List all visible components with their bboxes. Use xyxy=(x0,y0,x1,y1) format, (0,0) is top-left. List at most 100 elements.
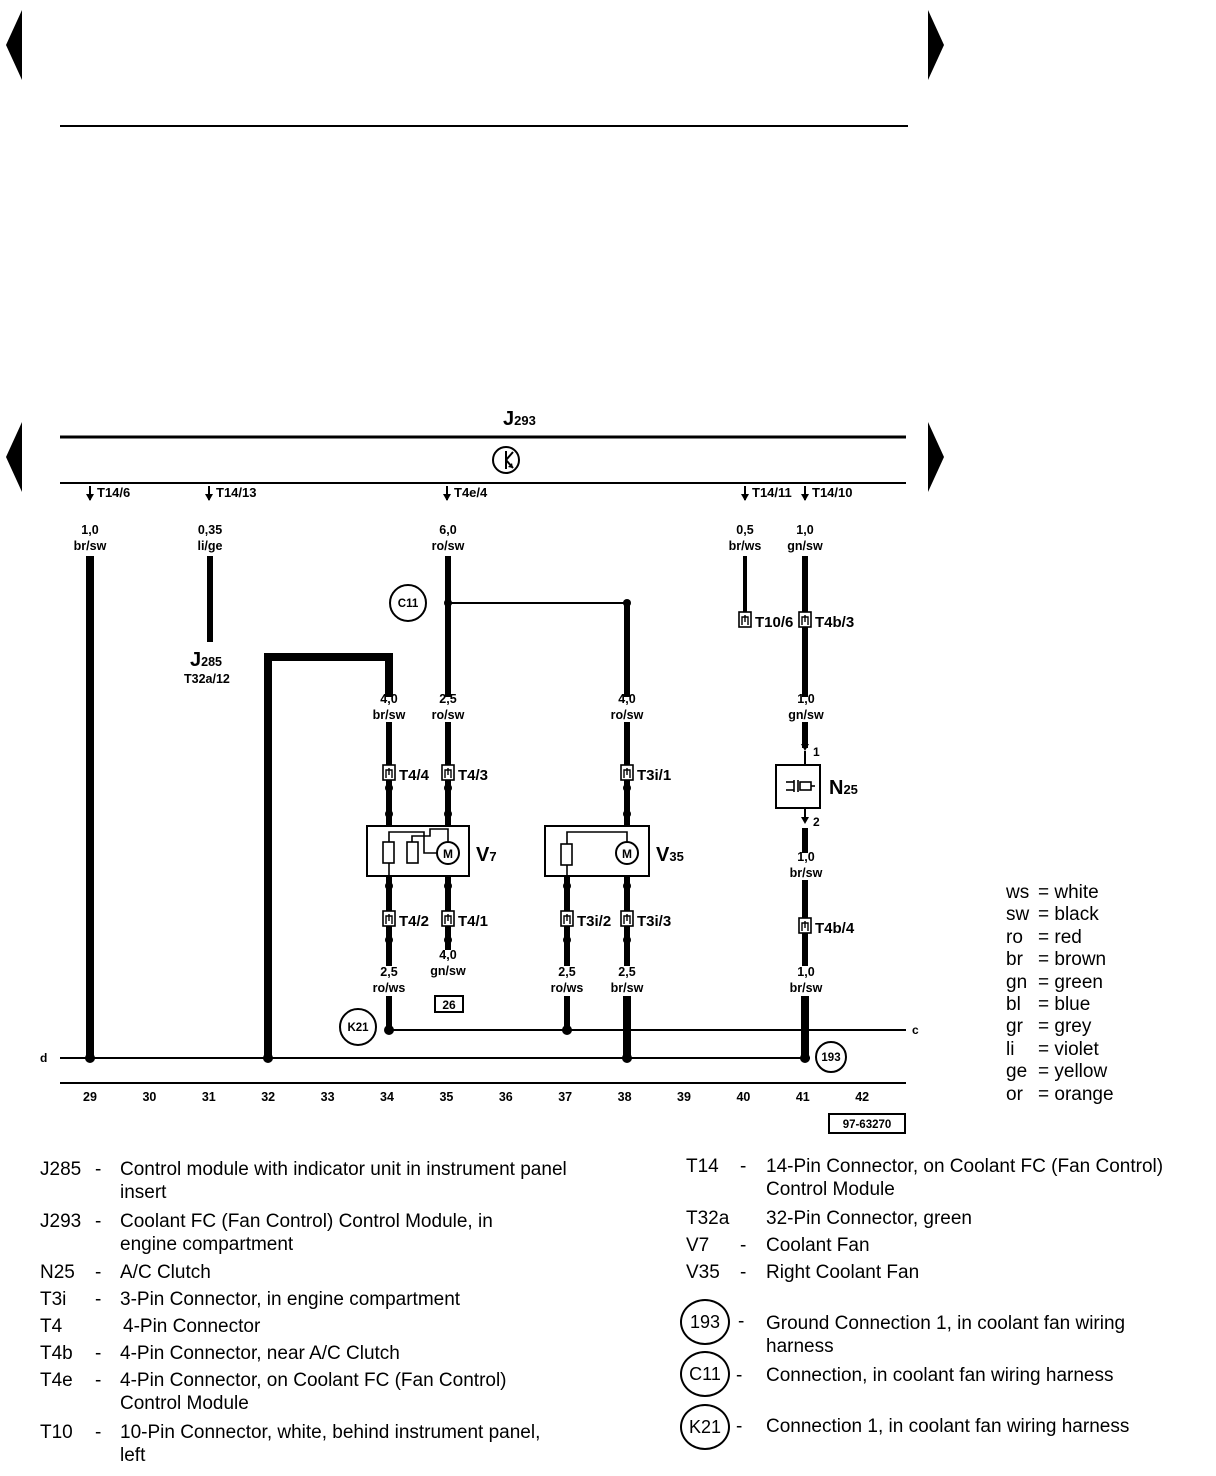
wire-color: br/ws xyxy=(729,539,762,553)
track-number: 34 xyxy=(380,1090,394,1104)
next-page-arrow-top[interactable] xyxy=(928,10,944,80)
legend-node-193-desc: Ground Connection 1, in coolant fan wiri… xyxy=(766,1313,1126,1357)
prev-page-arrow-bottom[interactable] xyxy=(6,422,22,492)
connector-t3i-2: T3i/2 xyxy=(577,913,611,930)
color-code: ge xyxy=(1006,1061,1028,1083)
connector-t4-4: T4/4 xyxy=(399,767,430,784)
color-key-row: bl= blue xyxy=(1006,994,1114,1016)
wire-gauge: 1,0 xyxy=(81,523,98,537)
node-c11: C11 xyxy=(389,584,427,622)
legend-node-c11-dash: - xyxy=(736,1365,743,1386)
track-number: 33 xyxy=(321,1090,335,1104)
wire-gauge: 4,0 xyxy=(439,948,456,962)
j285-label: J285 xyxy=(190,649,222,671)
bus-label-c: c xyxy=(912,1023,919,1037)
component-label-v7: V7 xyxy=(476,844,497,866)
wire-color: gn/sw xyxy=(430,964,466,978)
node-193-label: 193 xyxy=(821,1052,840,1064)
wire-color: ro/ws xyxy=(551,981,584,995)
wire-color: br/sw xyxy=(790,866,823,880)
color-name: white xyxy=(1054,882,1099,903)
color-key-row: ws= white xyxy=(1006,882,1114,904)
reference-box-label: 26 xyxy=(442,998,456,1012)
wire-gauge: 4,0 xyxy=(380,692,397,706)
wire-gauge: 1,0 xyxy=(797,850,814,864)
wire-color: br/sw xyxy=(373,708,406,722)
legend-node-c11: C11 xyxy=(680,1351,730,1397)
connector-t4b-4: T4b/4 xyxy=(815,920,855,937)
color-name: violet xyxy=(1054,1038,1099,1060)
color-key-row: or= orange xyxy=(1006,1084,1114,1106)
j285-pin-label: T32a/12 xyxy=(184,672,230,686)
color-equals: = xyxy=(1038,926,1055,948)
wire-color: br/sw xyxy=(611,981,644,995)
wire-gauge: 1,0 xyxy=(797,692,814,706)
track-number: 36 xyxy=(499,1090,513,1104)
wire-color: ro/sw xyxy=(432,539,465,553)
color-key-row: br= brown xyxy=(1006,949,1114,971)
figure-id-box xyxy=(828,1113,906,1134)
color-code: gn xyxy=(1006,971,1028,993)
component-label-v35: V35 xyxy=(656,844,684,866)
node-c11-label: C11 xyxy=(398,598,419,610)
color-name: yellow xyxy=(1054,1061,1108,1083)
color-equals: = xyxy=(1038,1061,1055,1083)
color-key-row: ro= red xyxy=(1006,927,1114,949)
legend-node-k21: K21 xyxy=(680,1404,730,1450)
connector-t10-6: T10/6 xyxy=(755,614,793,631)
legend-node-k21-dash: - xyxy=(736,1416,743,1437)
wire-color: li/ge xyxy=(197,539,222,553)
wire-gauge: 2,5 xyxy=(380,965,397,979)
color-equals: = xyxy=(1038,904,1055,926)
connector-t4-3: T4/3 xyxy=(458,767,488,784)
pin-label-t4e-4: T4e/4 xyxy=(454,485,488,500)
figure-id: 97-63270 xyxy=(843,1119,892,1131)
track-number: 32 xyxy=(261,1090,275,1104)
track-number: 41 xyxy=(796,1090,810,1104)
color-name: black xyxy=(1054,904,1099,926)
legend-nodes: 193 - Ground Connection 1, in coolant fa… xyxy=(680,1298,1210,1458)
junction-dots xyxy=(85,599,810,1063)
next-page-arrow-bottom[interactable] xyxy=(928,422,944,492)
legend-node-193: 193 xyxy=(680,1299,730,1345)
track-number: 42 xyxy=(855,1090,869,1104)
color-equals: = xyxy=(1038,971,1055,993)
wire-gauge: 6,0 xyxy=(439,523,456,537)
track-number: 29 xyxy=(83,1090,97,1104)
legend-node-c11-desc: Connection, in coolant fan wiring harnes… xyxy=(766,1365,1114,1386)
connector-t4-1: T4/1 xyxy=(458,913,488,930)
motor-symbol: M xyxy=(622,847,632,861)
track-number: 35 xyxy=(439,1090,453,1104)
track-number: 30 xyxy=(142,1090,156,1104)
color-key-row: sw= black xyxy=(1006,904,1114,926)
track-number: 31 xyxy=(202,1090,216,1104)
wire-gauge: 2,5 xyxy=(439,692,456,706)
legend-node-k21-desc: Connection 1, in coolant fan wiring harn… xyxy=(766,1416,1130,1437)
color-key-row: gn= green xyxy=(1006,972,1114,994)
wire-color: ro/sw xyxy=(432,708,465,722)
color-code: li xyxy=(1006,1038,1015,1060)
motor-icon xyxy=(615,841,639,865)
pin-arrowheads xyxy=(86,494,809,501)
wire-color: br/sw xyxy=(74,539,107,553)
coolant-fan-v35: M xyxy=(544,825,650,877)
color-code: gr xyxy=(1006,1016,1023,1038)
ac-clutch-n25 xyxy=(775,744,821,824)
color-equals: = xyxy=(1038,1083,1055,1105)
color-name: red xyxy=(1054,926,1082,948)
n25-pin1: 1 xyxy=(813,745,820,759)
reference-box[interactable] xyxy=(434,995,464,1013)
track-number: 39 xyxy=(677,1090,691,1104)
color-equals: = xyxy=(1038,1016,1055,1038)
n25-pin2: 2 xyxy=(813,815,820,829)
color-name: grey xyxy=(1054,1016,1092,1038)
legend-node-193-dash: - xyxy=(738,1311,745,1332)
coolant-fan-v7: M xyxy=(366,825,470,877)
wire-color: ro/ws xyxy=(373,981,406,995)
component-label-n25: N25 xyxy=(829,777,858,799)
legend-right: T14-14-Pin Connector, on Coolant FC (Fan… xyxy=(686,1156,1164,1283)
wire-gauge: 0,5 xyxy=(736,523,753,537)
prev-page-arrow-top[interactable] xyxy=(6,10,22,80)
